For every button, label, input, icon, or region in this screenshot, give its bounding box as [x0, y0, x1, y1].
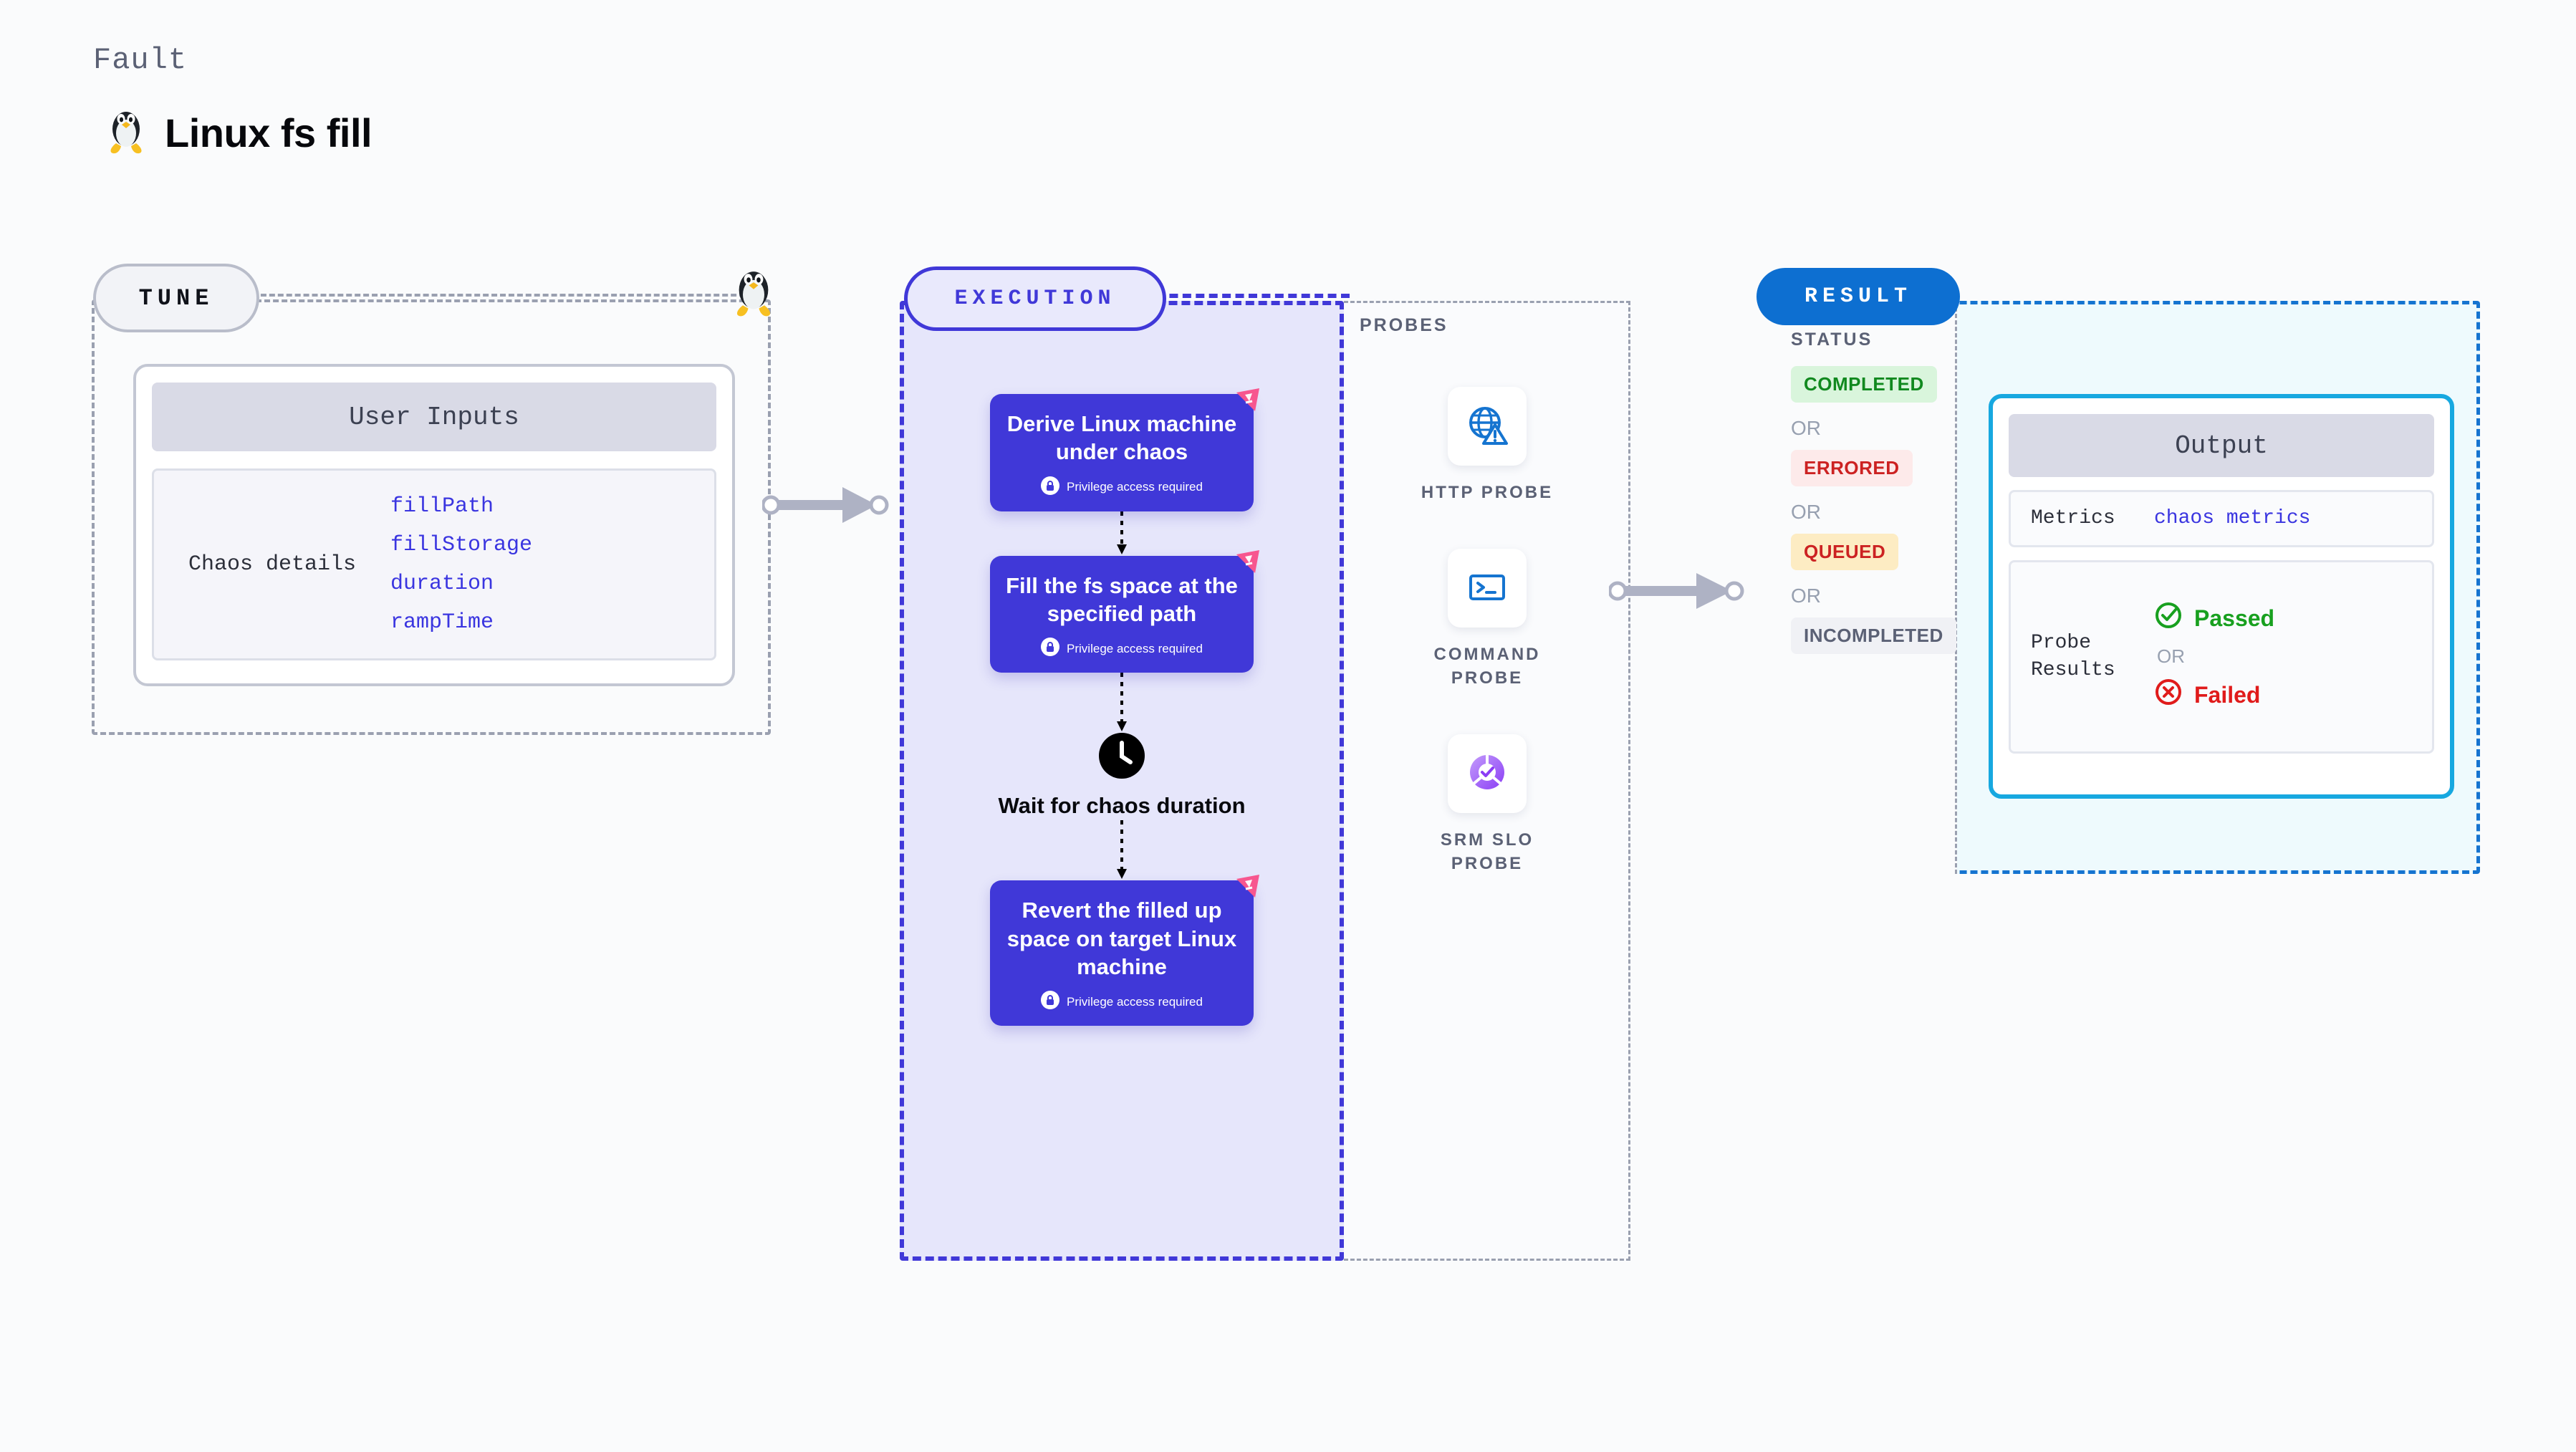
- output-card: Output Metrics chaos metrics Probe Resul…: [1989, 394, 2454, 799]
- output-row-metrics: Metrics chaos metrics: [2009, 490, 2434, 547]
- status-badge-completed: COMPLETED: [1791, 366, 1937, 403]
- page-title: Linux fs fill: [165, 110, 373, 155]
- terminal-icon: [1465, 564, 1509, 612]
- chaos-details-label: Chaos details: [188, 552, 357, 577]
- chaos-flag-icon: [1231, 544, 1265, 582]
- execution-step-card[interactable]: Fill the fs space at the specified path …: [990, 549, 1259, 673]
- globe-warning-icon: [1465, 403, 1509, 451]
- user-inputs-header: User Inputs: [152, 383, 716, 451]
- result-stage-pill[interactable]: RESULT: [1756, 268, 1960, 325]
- privilege-row: Privilege access required: [1003, 638, 1241, 660]
- status-badge-errored: ERRORED: [1791, 450, 1913, 486]
- or-separator: OR: [1791, 585, 1821, 607]
- metrics-key: Metrics: [2031, 507, 2115, 529]
- probe-label: COMMAND PROBE: [1433, 645, 1541, 688]
- result-status-column: STATUS COMPLETED OR ERRORED OR QUEUED OR…: [1756, 301, 1957, 874]
- chaos-flag-icon: [1231, 383, 1265, 420]
- clock-icon: [1099, 733, 1145, 782]
- or-separator: OR: [1791, 417, 1821, 439]
- probe-label: HTTP PROBE: [1421, 483, 1554, 502]
- wait-node: Wait for chaos duration: [998, 733, 1246, 820]
- failed-label: Failed: [2194, 681, 2261, 708]
- privilege-text: Privilege access required: [1067, 994, 1203, 1009]
- page-header: Fault Linux fs fill: [93, 43, 373, 158]
- probe-label: SRM SLO PROBE: [1440, 830, 1534, 873]
- probe-result-failed: Failed: [2154, 678, 2274, 712]
- user-inputs-card: User Inputs Chaos details fillPath fillS…: [133, 364, 735, 686]
- status-badge-queued: QUEUED: [1791, 534, 1899, 570]
- chaos-param-fillstorage[interactable]: fillStorage: [390, 533, 533, 557]
- probe-results-values: Passed OR Failed: [2154, 601, 2274, 712]
- flow-arrow: [1115, 820, 1129, 880]
- flow-arrow: [1115, 511, 1129, 556]
- lock-icon: [1041, 638, 1060, 660]
- passed-label: Passed: [2194, 605, 2275, 631]
- output-header: Output: [2009, 414, 2434, 477]
- check-circle-icon: [2154, 601, 2183, 635]
- execution-step-card[interactable]: Derive Linux machine under chaos Privile…: [990, 388, 1259, 511]
- linux-penguin-icon: [732, 266, 775, 322]
- status-badge-incompleted: INCOMPLETED: [1791, 617, 1956, 654]
- tune-top-dashed-line: [252, 294, 754, 297]
- privilege-row: Privilege access required: [1003, 476, 1241, 499]
- execution-top-dashed-line: [1156, 294, 1350, 298]
- probe-results-key: Probe Results: [2031, 632, 2115, 681]
- status-heading: STATUS: [1791, 330, 1873, 350]
- x-circle-icon: [2154, 678, 2183, 712]
- probe-tile[interactable]: [1448, 549, 1527, 628]
- output-row-probe-results: Probe Results Passed OR: [2009, 559, 2434, 754]
- probe-tile[interactable]: [1448, 734, 1527, 814]
- wait-label: Wait for chaos duration: [998, 793, 1246, 819]
- linux-penguin-icon: [106, 107, 146, 158]
- connector-probes-to-result: [1607, 566, 1774, 620]
- execution-step-title: Derive Linux machine under chaos: [1006, 411, 1237, 465]
- probes-heading: PROBES: [1360, 315, 1448, 335]
- fault-title-row: Linux fs fill: [106, 107, 373, 158]
- chaos-param-duration[interactable]: duration: [390, 572, 494, 596]
- probe-item-command[interactable]: COMMAND PROBE: [1416, 549, 1559, 690]
- execution-step-card[interactable]: Revert the filled up space on target Lin…: [990, 875, 1259, 1027]
- lock-icon: [1041, 991, 1060, 1013]
- chaos-details-box: Chaos details fillPath fillStorage durat…: [152, 468, 716, 660]
- chaos-flag-icon: [1231, 869, 1265, 907]
- execution-step-title: Fill the fs space at the specified path: [1006, 572, 1238, 627]
- probe-result-passed: Passed: [2154, 601, 2274, 635]
- flow-arrow: [1115, 673, 1129, 733]
- execution-stage-pill[interactable]: EXECUTION: [904, 266, 1166, 331]
- metrics-value[interactable]: chaos metrics: [2154, 507, 2311, 530]
- probes-list: HTTP PROBE COMMAND PROBE: [1344, 387, 1630, 875]
- privilege-row: Privilege access required: [1003, 991, 1241, 1013]
- tune-stage-pill[interactable]: TUNE: [93, 264, 259, 332]
- lock-icon: [1041, 476, 1060, 499]
- chaos-params-list: fillPath fillStorage duration rampTime: [390, 494, 532, 635]
- privilege-text: Privilege access required: [1067, 480, 1203, 494]
- execution-flow: Derive Linux machine under chaos Privile…: [900, 301, 1344, 1261]
- chaos-param-fillpath[interactable]: fillPath: [390, 494, 494, 519]
- probe-item-http[interactable]: HTTP PROBE: [1421, 387, 1553, 504]
- privilege-text: Privilege access required: [1067, 641, 1203, 655]
- slo-donut-check-icon: [1465, 750, 1509, 798]
- or-separator: OR: [1791, 501, 1821, 523]
- fault-kicker: Fault: [93, 43, 188, 77]
- execution-step-title: Revert the filled up space on target Lin…: [1006, 898, 1237, 979]
- probe-item-srm-slo[interactable]: SRM SLO PROBE: [1416, 734, 1559, 875]
- or-separator: OR: [2157, 645, 2185, 668]
- probe-tile[interactable]: [1448, 387, 1527, 466]
- connector-tune-to-execution: [761, 480, 913, 534]
- chaos-param-ramptime[interactable]: rampTime: [390, 610, 494, 635]
